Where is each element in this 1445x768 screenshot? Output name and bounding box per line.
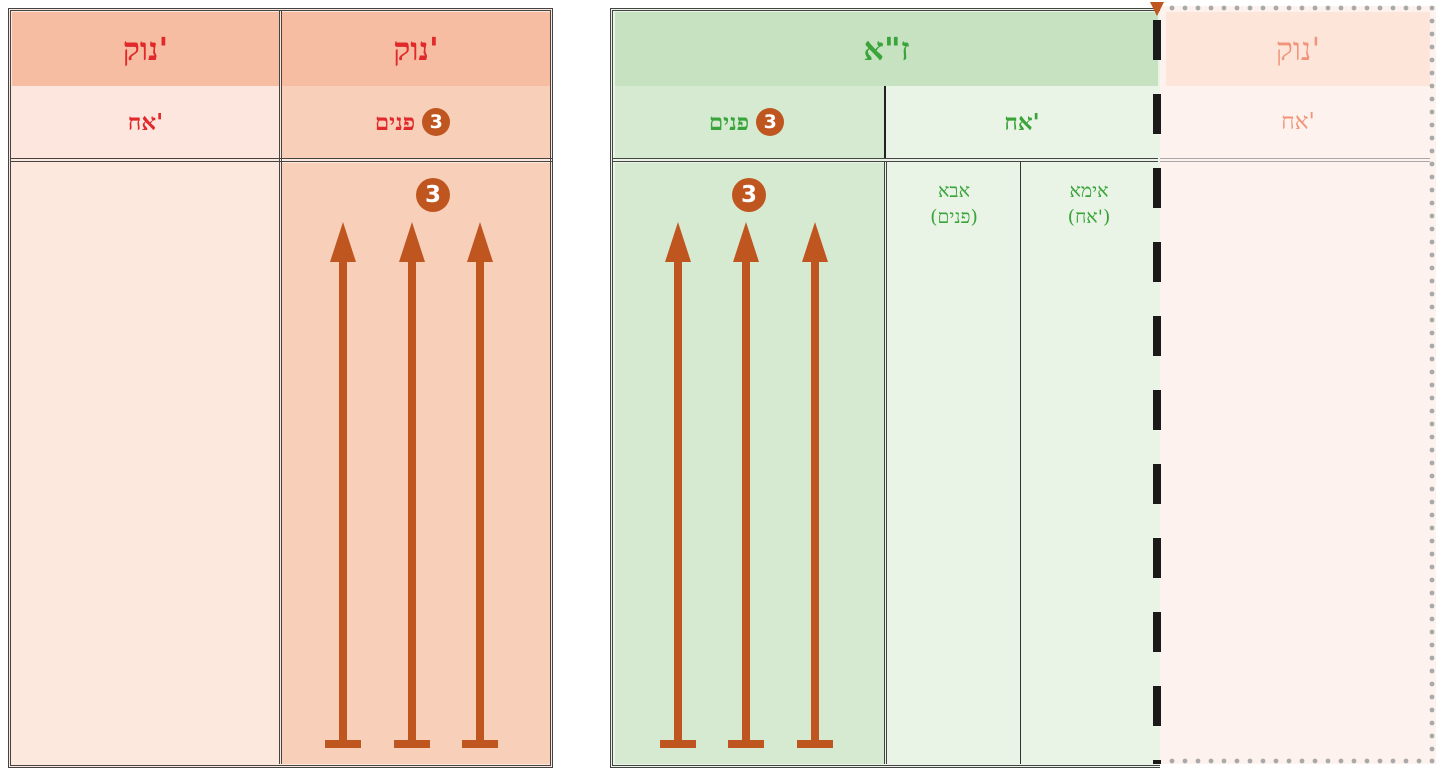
ima-line2: (אח') [1067, 206, 1111, 228]
body-badge-left: 3 [416, 178, 450, 212]
divider [10, 158, 552, 162]
body-badge-right: 3 [732, 178, 766, 212]
za-panim-sub-label: פנים [708, 108, 750, 136]
divider [279, 10, 282, 764]
za-achor-sub: אח' [886, 86, 1158, 158]
caret-top-icon [1150, 2, 1164, 16]
ima-line1: אימא [1069, 180, 1109, 202]
nok-sub-right: פנים 3 [282, 86, 550, 158]
dotted-border [1169, 5, 1435, 764]
za-achor-sub-label: אח' [1004, 108, 1040, 136]
ghost-nok-header: נוק' [1166, 12, 1430, 86]
za-panim-sub: פנים 3 [615, 86, 885, 158]
divider [612, 158, 1158, 162]
ghost-nok-header-label: נוק' [1275, 30, 1321, 68]
divider [884, 162, 887, 764]
za-header-label: ז"א [863, 30, 910, 68]
nok-sub-right-label: פנים [374, 108, 416, 136]
ima-body [1021, 163, 1158, 764]
nok-header-right-label: נוק' [393, 30, 439, 68]
nok-sub-left-label: אח' [127, 108, 164, 136]
ghost-nok-sub-label: אח' [1281, 109, 1315, 135]
nok-body-left [12, 163, 279, 764]
arrow-up-icon [462, 222, 498, 748]
divider [884, 86, 886, 158]
abba-body [887, 163, 1020, 764]
abba-line1: אבא [938, 180, 970, 202]
arrow-up-icon [394, 222, 430, 748]
nok-sub-left: אח' [12, 86, 279, 158]
nok-header-left: נוק' [12, 12, 279, 86]
abba-line2: (פנים) [930, 206, 978, 228]
arrow-up-icon [797, 222, 833, 748]
divider [1020, 162, 1021, 764]
ima-label: אימא (אח') [1024, 178, 1154, 230]
abba-label: אבא (פנים) [890, 178, 1018, 230]
za-header: ז"א [615, 12, 1158, 86]
arrow-up-icon [728, 222, 764, 748]
nok-header-left-label: נוק' [122, 30, 169, 68]
badge-3-icon: 3 [416, 178, 450, 212]
nok-header-right: נוק' [282, 12, 550, 86]
ghost-nok-sub: אח' [1166, 86, 1430, 158]
divider [1160, 158, 1430, 162]
badge-3-icon: 3 [756, 108, 785, 136]
arrow-up-icon [325, 222, 361, 748]
arrow-up-icon [660, 222, 696, 748]
badge-3-icon: 3 [422, 108, 451, 136]
badge-3-icon: 3 [732, 178, 766, 212]
